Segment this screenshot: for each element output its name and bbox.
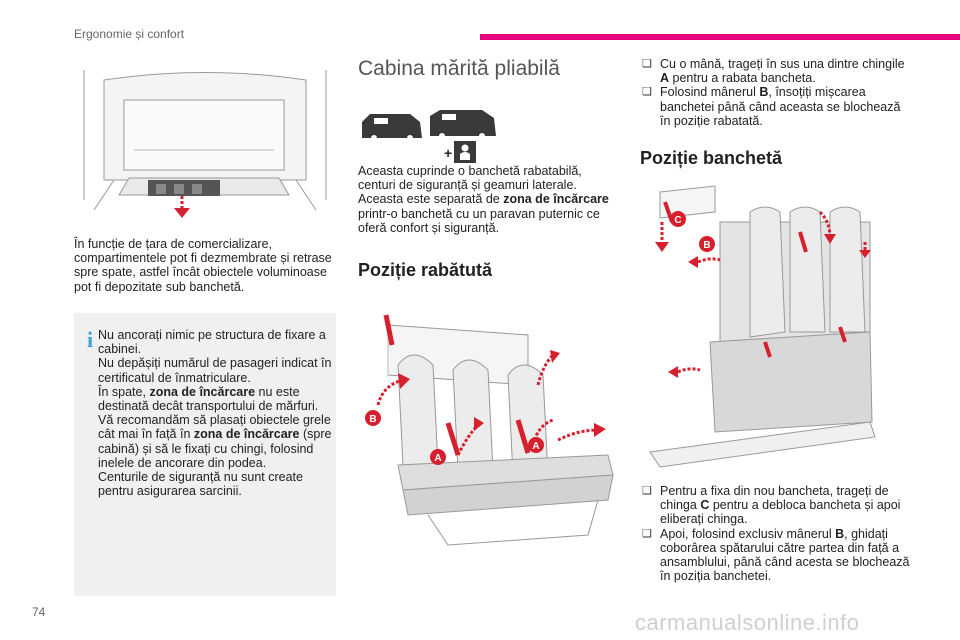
- middle-paragraph-part-1: Aceasta cuprinde o banchetă rabatabilă, …: [358, 164, 582, 207]
- info-line-4a: Vă recomandăm să plasați obiectele grele…: [98, 413, 331, 442]
- left-paragraph: În funcție de țara de comercializare, co…: [74, 237, 332, 294]
- page-number: 74: [32, 605, 46, 619]
- info-line-1: Nu ancorați nimic pe structura de fixare…: [98, 328, 326, 357]
- instruction-fold-2-text-b: , însoțiți mișcarea banchetei până când …: [660, 85, 901, 128]
- label-c: C: [674, 215, 681, 226]
- instruction-restore-2-letter: B: [835, 526, 845, 541]
- info-icon: i: [87, 327, 94, 352]
- instruction-fold-2: ❑ Folosind mânerul B, însoțiți mișcarea …: [640, 85, 910, 128]
- instruction-restore-1: ❑ Pentru a fixa din nou bancheta, trageț…: [640, 484, 910, 527]
- subtitle-bench-position: Poziție banchetă: [640, 148, 783, 168]
- middle-paragraph-part-2: printr-o banchetă cu un paravan puternic…: [358, 206, 600, 235]
- middle-cargo-zone: zona de încărcare: [503, 192, 609, 207]
- instruction-fold-2-letter: B: [759, 85, 769, 100]
- section-title: Cabina mărită pliabilă: [358, 57, 560, 80]
- vehicle-icons: +: [362, 110, 496, 163]
- instruction-fold-1-text-a: Cu o mână, trageți în sus una dintre chi…: [660, 57, 905, 71]
- info-box: i Nu ancorați nimic pe structura de fixa…: [74, 313, 336, 596]
- instruction-restore-1-text-b: pentru a debloca bancheta și apoi eliber…: [660, 498, 901, 527]
- cargo-underseat-illustration: [83, 70, 327, 218]
- bullet-mark: ❑: [642, 485, 652, 497]
- instruction-fold-2-text-a: Folosind mânerul: [660, 85, 760, 100]
- info-line-5: Centurile de siguranță nu sunt create pe…: [98, 470, 303, 499]
- info-text: Nu ancorați nimic pe structura de fixare…: [98, 328, 332, 498]
- plus-sign: +: [444, 145, 452, 161]
- label-a-left: A: [434, 453, 441, 464]
- info-cargo-zone-2: zona de încărcare: [193, 427, 300, 442]
- bullet-mark: ❑: [642, 527, 652, 540]
- instructions-fold: ❑ Cu o mână, trageți în sus una dintre c…: [640, 57, 910, 128]
- info-line-4b: (spre cabină) și să le fixați cu chingi,…: [98, 427, 332, 470]
- bullet-mark: ❑: [642, 86, 652, 99]
- instructions-restore: ❑ Pentru a fixa din nou bancheta, trageț…: [640, 484, 910, 583]
- watermark: carmanualsonline.info: [635, 610, 860, 635]
- subtitle-folded-position: Poziție rabătută: [358, 260, 493, 280]
- header-accent-bar: [480, 34, 960, 40]
- info-cargo-zone-1: zona de încărcare: [149, 384, 256, 399]
- instruction-restore-1-text-a: Pentru a fixa din nou bancheta, trageți …: [660, 484, 889, 513]
- section-header: Ergonomie și confort: [74, 27, 185, 41]
- label-b-upright: B: [703, 240, 710, 251]
- info-line-3b: nu este destinată decât transportului de…: [98, 384, 319, 414]
- middle-paragraph: Aceasta cuprinde o banchetă rabatabilă, …: [358, 164, 614, 235]
- folded-bench-illustration: B A A: [365, 314, 614, 546]
- instruction-restore-1-letter: C: [700, 498, 710, 513]
- bullet-mark: ❑: [642, 58, 652, 70]
- instruction-restore-2: ❑ Apoi, folosind exclusiv mânerul B, ghi…: [640, 527, 910, 584]
- label-b-folded: B: [369, 414, 376, 425]
- bench-position-illustration: C B: [649, 185, 876, 468]
- instruction-fold-1-text-b: pentru a rabata bancheta.: [669, 71, 816, 86]
- instruction-fold-1-letter: A: [660, 71, 670, 86]
- info-line-3a: În spate,: [98, 384, 150, 399]
- instruction-restore-2-text-a: Apoi, folosind exclusiv mânerul: [660, 526, 836, 541]
- instruction-fold-1: ❑ Cu o mână, trageți în sus una dintre c…: [640, 57, 910, 85]
- instruction-restore-2-text-b: , ghidați coborârea spătarului către par…: [660, 526, 910, 584]
- info-line-2: Nu depășiți numărul de pasageri indicat …: [98, 356, 332, 385]
- label-a-right: A: [532, 441, 539, 452]
